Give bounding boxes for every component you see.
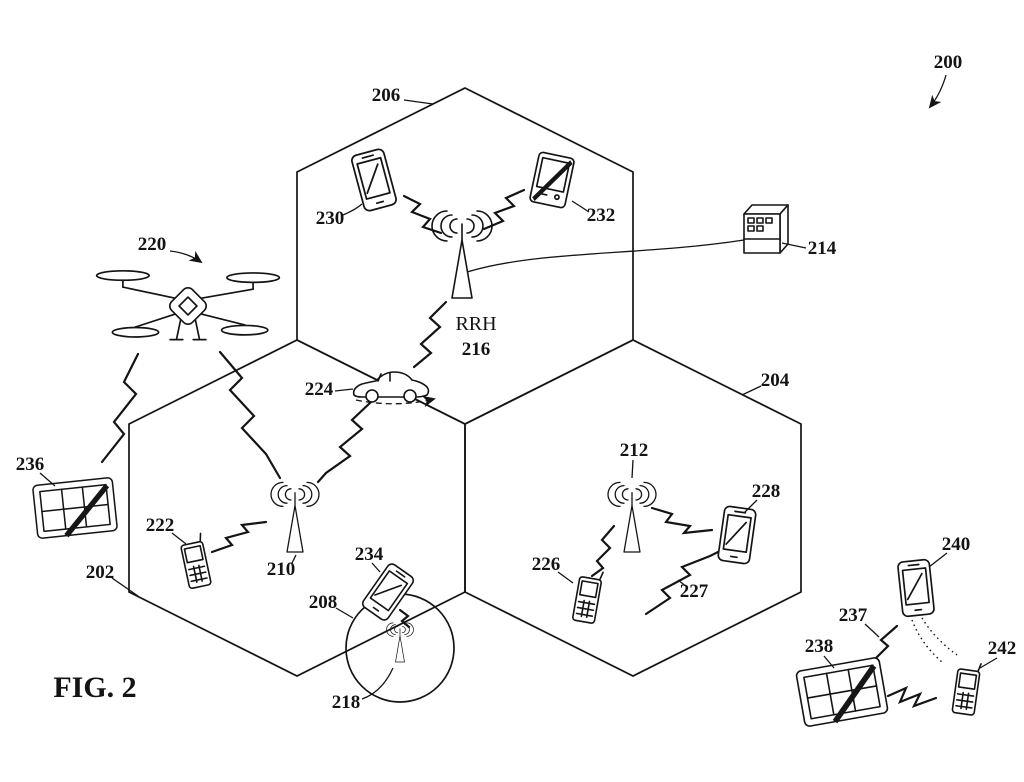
leader-227 bbox=[677, 579, 688, 588]
leader-240 bbox=[928, 552, 948, 568]
label-208: 208 bbox=[309, 592, 338, 613]
label-224: 224 bbox=[305, 379, 334, 400]
dotted-link-240-242-b bbox=[921, 617, 958, 656]
cell-hexagon-204 bbox=[464, 339, 802, 677]
label-228: 228 bbox=[752, 481, 781, 502]
label-212: 212 bbox=[620, 440, 649, 461]
label-200: 200 bbox=[934, 52, 963, 73]
wireless-link-232-216 bbox=[482, 188, 526, 231]
label-230: 230 bbox=[316, 208, 345, 229]
leader-238 bbox=[823, 655, 835, 669]
drone-220-icon bbox=[95, 269, 281, 341]
leader-242 bbox=[979, 657, 998, 669]
smartphone-240-icon bbox=[896, 558, 936, 618]
bts-210-icon bbox=[270, 481, 320, 553]
leader-206 bbox=[403, 99, 434, 105]
leader-237 bbox=[864, 623, 880, 638]
tablet-236-icon bbox=[31, 476, 119, 542]
label-240: 240 bbox=[942, 534, 971, 555]
wireless-link-222-210 bbox=[210, 520, 268, 554]
label-210: 210 bbox=[267, 559, 296, 580]
label-214: 214 bbox=[808, 238, 837, 259]
leader-228 bbox=[743, 499, 758, 514]
car-motion-arrow bbox=[355, 395, 436, 408]
wireless-link-220-210 bbox=[218, 350, 282, 480]
label-216: 216 bbox=[462, 339, 491, 360]
label-237: 237 bbox=[839, 605, 868, 626]
label-232: 232 bbox=[587, 205, 616, 226]
car-224-icon bbox=[352, 371, 430, 403]
leader-220-arrow bbox=[169, 250, 203, 264]
label-222: 222 bbox=[146, 515, 175, 536]
wireless-link-224-210 bbox=[316, 400, 373, 484]
backhaul-line-216-214 bbox=[466, 239, 745, 273]
server-214-icon bbox=[743, 204, 789, 254]
label-238: 238 bbox=[805, 636, 834, 657]
leader-236 bbox=[39, 472, 56, 487]
pda-232-icon bbox=[528, 150, 576, 210]
leader-202 bbox=[111, 577, 139, 597]
label-204: 204 bbox=[761, 370, 790, 391]
leader-214 bbox=[781, 242, 807, 249]
label-202: 202 bbox=[86, 562, 115, 583]
small-cell-antenna-218-icon bbox=[386, 622, 414, 663]
label-227: 227 bbox=[680, 581, 709, 602]
wireless-link-234-218 bbox=[398, 608, 411, 629]
wireless-link-227-d2d bbox=[644, 545, 730, 616]
wireless-link-212-228 bbox=[650, 506, 714, 535]
leader-224 bbox=[334, 388, 354, 392]
wireless-link-238-242 bbox=[886, 685, 938, 708]
leader-232 bbox=[571, 200, 590, 213]
label-206: 206 bbox=[372, 85, 401, 106]
smartphone-234-icon bbox=[359, 561, 417, 623]
wireless-link-237-d2d bbox=[872, 624, 899, 662]
label-226: 226 bbox=[532, 554, 561, 575]
leader-230 bbox=[342, 203, 363, 216]
rrh-base-station-icon bbox=[431, 210, 493, 299]
wireless-link-230-216 bbox=[402, 194, 443, 235]
wireless-link-220-236 bbox=[100, 352, 140, 464]
label-242: 242 bbox=[988, 638, 1017, 659]
tablet-238-icon bbox=[794, 656, 890, 730]
leader-200-arrow bbox=[928, 74, 947, 109]
label-218: 218 bbox=[332, 692, 361, 713]
wireless-link-216-224 bbox=[412, 300, 448, 369]
leader-218 bbox=[361, 667, 394, 700]
leader-226 bbox=[557, 571, 574, 584]
label-220: 220 bbox=[138, 234, 167, 255]
leader-208 bbox=[335, 607, 354, 619]
leader-204 bbox=[741, 385, 762, 396]
leader-234 bbox=[371, 562, 381, 573]
label-234: 234 bbox=[355, 544, 384, 565]
smartphone-230-icon bbox=[349, 147, 399, 213]
leader-210 bbox=[291, 554, 297, 564]
bts-212-icon bbox=[607, 481, 657, 553]
flip-phone-242-icon bbox=[951, 659, 982, 717]
wireless-link-212-226 bbox=[590, 524, 616, 578]
label-rrh: RRH bbox=[455, 313, 496, 335]
label-236: 236 bbox=[16, 454, 45, 475]
smartphone-228-icon bbox=[716, 504, 758, 566]
leader-222 bbox=[171, 532, 187, 545]
leader-212 bbox=[631, 459, 634, 479]
figure-caption: FIG. 2 bbox=[53, 671, 136, 704]
flip-phone-226-icon bbox=[571, 567, 604, 625]
dotted-link-240-242-a bbox=[911, 619, 944, 664]
